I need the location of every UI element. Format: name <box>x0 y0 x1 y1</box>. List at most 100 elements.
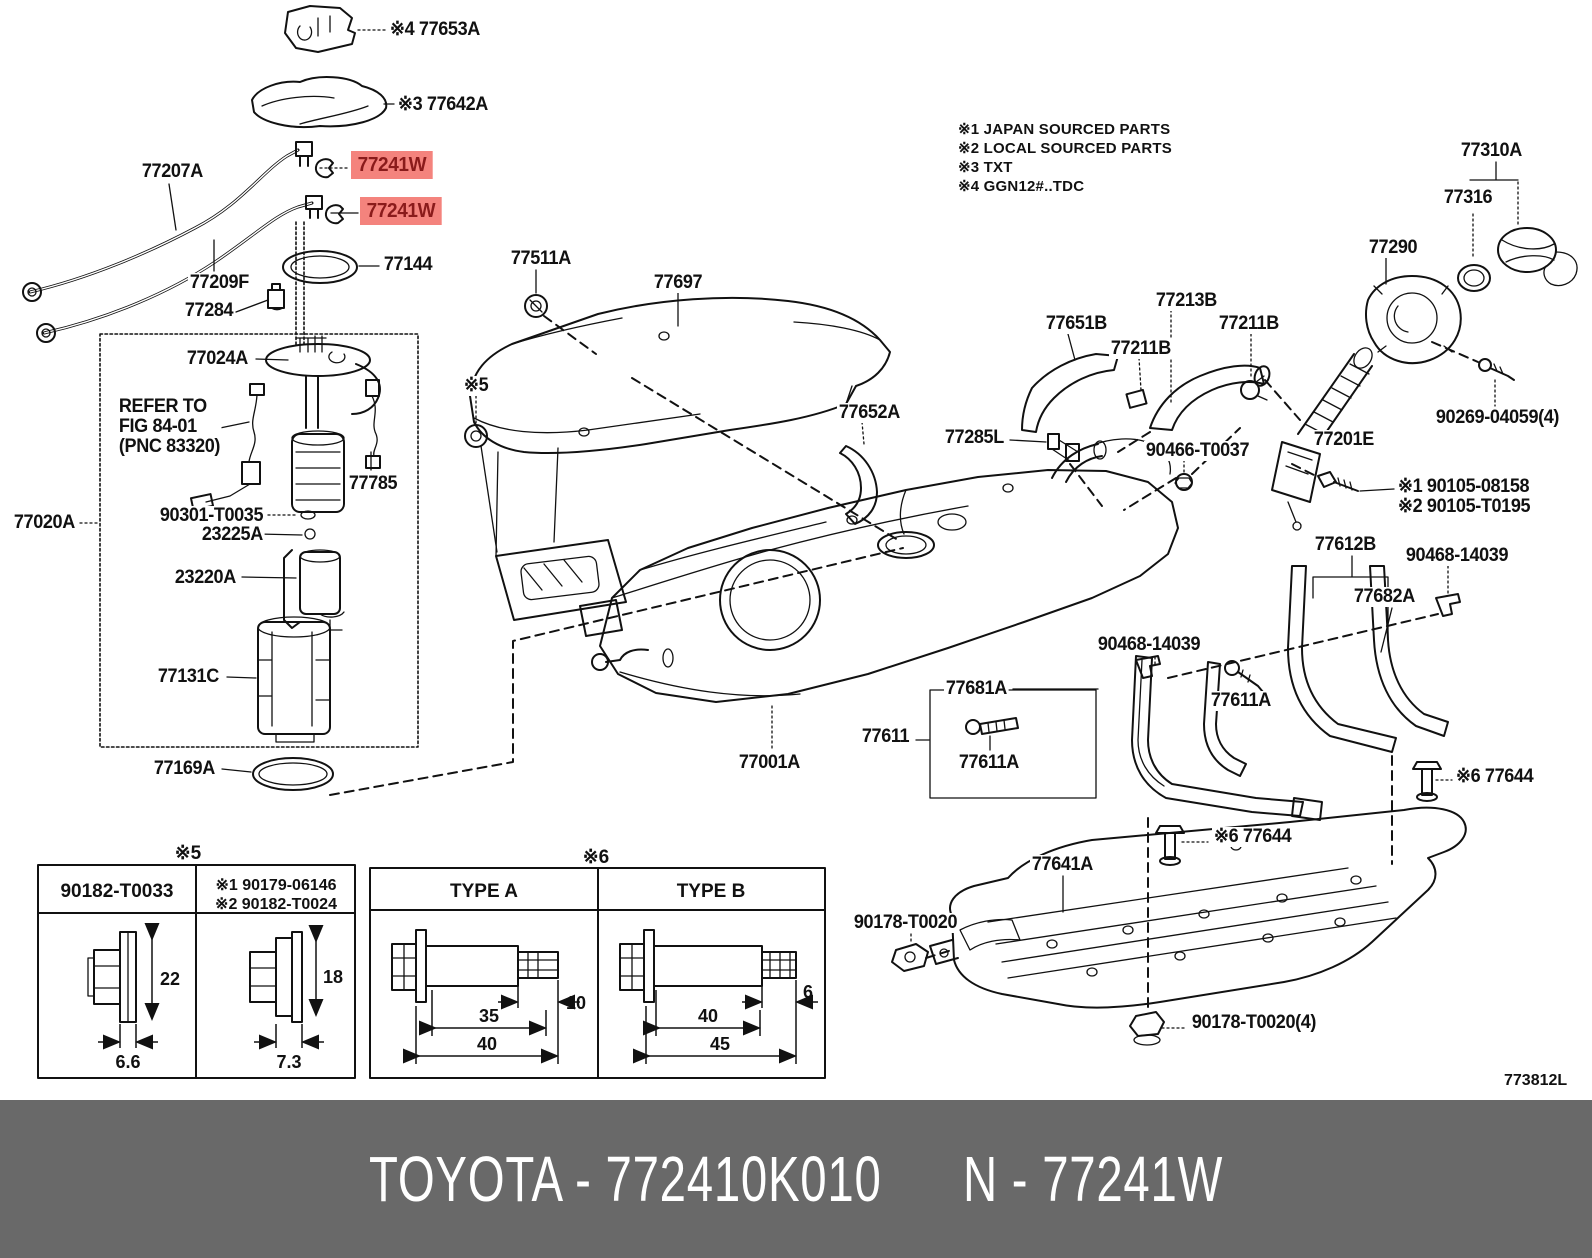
part-label-77211b-25: 77211B <box>1109 338 1173 359</box>
part-label-90468-14039-35: 90468-14039 <box>1404 545 1511 566</box>
part-label-77612b-34: 77612B <box>1313 534 1378 555</box>
part-label-77785-10: 77785 <box>347 473 400 494</box>
gasket-77316-shape <box>1457 264 1491 292</box>
table-ref-5: ※5 <box>175 843 202 864</box>
fuel-cap-77310a-shape <box>1497 227 1578 287</box>
part-label-77241w-4[interactable]: 77241W <box>360 197 442 225</box>
part-label-77207a-2: 77207A <box>140 161 205 182</box>
part-label-90301-t0035-11: 90301-T0035 <box>158 505 266 526</box>
part-label-77682a-36: 77682A <box>1352 586 1417 607</box>
clamp-77284-shape <box>267 283 285 311</box>
note-1: ※1 JAPAN SOURCED PARTS <box>958 121 1171 138</box>
part-label-77681a-39: 77681A <box>944 678 1009 699</box>
part-label-77652a-20: 77652A <box>837 402 902 423</box>
dim-45: 45 <box>710 1034 730 1054</box>
fastener-spec-table: ※5 90182-T0033 ※1 90179-06146 ※2 90182-T… <box>37 843 356 1079</box>
part-label-77611a-41: 77611A <box>957 752 1021 773</box>
part-label-90178-t0020-46: 90178-T0020 <box>852 912 960 933</box>
part-label-77697-18: 77697 <box>652 272 705 293</box>
part-label-1-90105-08158-32: ※1 90105-08158 <box>1396 476 1532 497</box>
part-label-77211b-26: 77211B <box>1217 313 1281 334</box>
diagram-code: 773812L <box>1504 1072 1568 1089</box>
dim-6: 6 <box>803 982 813 1002</box>
bolt-type-table: ※6 TYPE A TYPE B 10 35 40 6 40 45 <box>369 847 826 1079</box>
part-label-77169a-16: 77169A <box>152 758 217 779</box>
clamp-77241w-shape <box>314 158 344 225</box>
grommet-77511a-shape <box>524 294 548 318</box>
part-label-77641a-45: 77641A <box>1030 854 1095 875</box>
part-label-77144-5: 77144 <box>382 254 435 275</box>
band-77651b-shape <box>1021 353 1119 433</box>
part-label-77611-40: 77611 <box>860 726 912 747</box>
dim-40a: 40 <box>477 1034 497 1054</box>
part-label-90468-14039-37: 90468-14039 <box>1096 634 1203 655</box>
table-header-90182: 90182-T0033 <box>60 881 173 902</box>
dim-18: 18 <box>323 967 343 987</box>
part-label-77213b-24: 77213B <box>1154 290 1219 311</box>
cover-77653a-shape <box>284 5 356 53</box>
note-2: ※2 LOCAL SOURCED PARTS <box>958 140 1172 157</box>
screw-90269-shape <box>1478 358 1515 381</box>
table-header-90179: ※1 90179-06146 <box>215 877 336 894</box>
clamp-77211b-right-shape <box>1240 375 1268 401</box>
strap-77612b-shape <box>1287 565 1449 753</box>
bolt-77611a-inbox-shape <box>965 717 1019 735</box>
table-ref-6: ※6 <box>583 847 610 868</box>
part-label-77001a-42: 77001A <box>737 752 802 773</box>
dim-35: 35 <box>479 1006 499 1026</box>
part-label-77316-28: 77316 <box>1442 187 1495 208</box>
part-label-77285l-21: 77285L <box>943 427 1006 448</box>
notes-block: ※1 JAPAN SOURCED PARTS ※2 LOCAL SOURCED … <box>958 120 1172 196</box>
part-label-2-90105-t0195-33: ※2 90105-T0195 <box>1396 496 1533 517</box>
dim-40b: 40 <box>698 1006 718 1026</box>
bolt-90105-shape <box>1317 471 1359 492</box>
strap-group-77611-box <box>929 689 1097 799</box>
part-label-77131c-14: 77131C <box>156 666 221 687</box>
nut-90178-bottom-shape <box>1129 1011 1165 1046</box>
cover-77642a-shape <box>251 76 388 128</box>
band-77652a-shape <box>839 445 878 525</box>
part-label-6-77644-43: ※6 77644 <box>1454 766 1536 787</box>
part-label-77209f-6: 77209F <box>188 272 251 293</box>
part-label-90269-04059-4-30: 90269-04059(4) <box>1434 407 1561 428</box>
part-label-3-77642a-1: ※3 77642A <box>396 94 490 115</box>
dim-22: 22 <box>160 969 180 989</box>
leader-lines <box>79 29 1519 1029</box>
part-label-4-77653a-0: ※4 77653A <box>388 19 482 40</box>
dim-6-6: 6.6 <box>115 1052 140 1072</box>
clamp-77211b-left-shape <box>1125 388 1148 409</box>
part-label-77651b-23: 77651B <box>1044 313 1109 334</box>
table-header-type-a: TYPE A <box>450 881 518 902</box>
clip-90468-center <box>1135 655 1161 679</box>
fuel-tank-shape <box>591 438 1179 703</box>
skid-plate-77641a-shape <box>929 806 1467 1009</box>
dim-10: 10 <box>566 993 586 1013</box>
ring-77144-shape <box>282 250 358 284</box>
part-label-77511a-17: 77511A <box>509 248 573 269</box>
nut-90178-left-shape <box>891 943 929 972</box>
oring-77169a-shape <box>252 757 334 791</box>
table-header-type-b: TYPE B <box>677 881 746 902</box>
part-label-77310a-27: 77310A <box>1459 140 1524 161</box>
bracket-77285l-shape <box>1047 433 1080 462</box>
part-label-77290-29: 77290 <box>1367 237 1420 258</box>
part-label-77284-7: 77284 <box>183 300 236 321</box>
pump-module-box <box>99 333 419 748</box>
part-label-23220a-13: 23220A <box>173 567 238 588</box>
note-3: ※3 TXT <box>958 159 1013 176</box>
part-label-6-77644-44: ※6 77644 <box>1212 826 1294 847</box>
fuel-tubes-shape <box>22 141 323 343</box>
pump-module-parts <box>189 335 381 743</box>
bolt-77644-right <box>1412 761 1442 802</box>
bolt-90466-shape <box>1174 473 1193 491</box>
part-label-77241w-3[interactable]: 77241W <box>351 151 433 179</box>
part-label-90178-t0020-4-47: 90178-T0020(4) <box>1190 1012 1318 1033</box>
part-label-77024a-8: 77024A <box>185 348 250 369</box>
strap-77681a-shape <box>1131 655 1323 821</box>
filler-housing-77290-shape <box>1365 275 1462 365</box>
note-4: ※4 GGN12#..TDC <box>958 178 1085 195</box>
bolt-77611a-right-shape <box>1224 660 1264 693</box>
footer-banner: TOYOTA - 772410K010 N - 77241W <box>0 1100 1592 1258</box>
